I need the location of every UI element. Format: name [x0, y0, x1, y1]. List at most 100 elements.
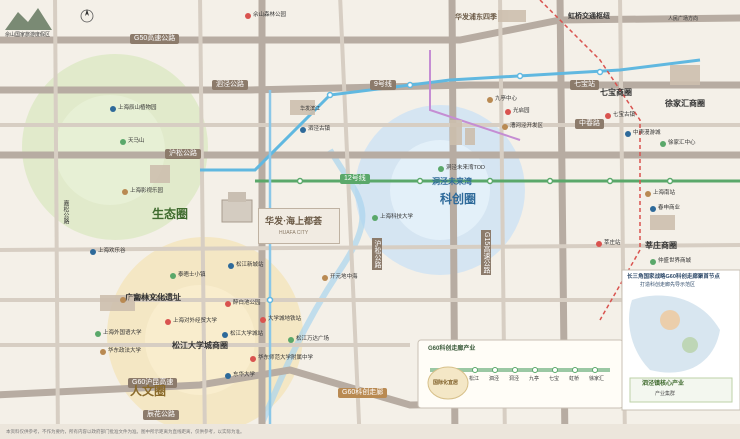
poi-label: 泰晤士小镇: [178, 272, 206, 278]
district-dongjing: 洞泾未来湾: [432, 177, 472, 186]
poi-marker[interactable]: [650, 258, 656, 265]
road-g60-bottom: G60沪昆高速: [128, 378, 178, 388]
poi-label: 九亭中心: [495, 96, 518, 102]
inset-subtitle: 打造科创走廊先导示范区: [640, 282, 696, 288]
poi-marker[interactable]: [650, 205, 656, 212]
poi-marker[interactable]: [122, 188, 128, 195]
district-guangfulin: 广富林文化遗址: [125, 293, 181, 302]
poi-label: 上海对外经贸大学: [173, 318, 218, 324]
road-ring: 人民广场方向: [668, 16, 699, 22]
poi-marker[interactable]: [487, 96, 493, 103]
project-name: 华发·海上都荟: [265, 216, 323, 226]
poi-marker[interactable]: [95, 330, 101, 337]
poi-label: 上海南站: [653, 190, 676, 196]
poi-label: 上海外国语大学: [103, 330, 142, 336]
poi-label: 春申商业: [658, 205, 681, 211]
road-songjiang-bottom: 辰花公路: [143, 410, 179, 420]
label-hongqiao: 虹桥交通枢纽: [568, 13, 610, 20]
poi-label: 开元地中海: [330, 274, 358, 280]
road-jiasong: 嘉松公路: [62, 200, 68, 224]
poi-marker[interactable]: [300, 126, 306, 133]
road-zhongchun: 中春路: [575, 119, 604, 129]
poi-marker[interactable]: [250, 355, 256, 362]
corner-label: 佘山国家旅游度假区: [5, 32, 51, 38]
poi-marker[interactable]: [372, 214, 378, 221]
project-name-en: HUAFA CITY: [279, 230, 309, 236]
poi-label: 光启园: [513, 108, 530, 114]
station-label: 洞泾: [509, 376, 520, 382]
station-label: 泗泾: [489, 376, 500, 382]
inset-bottom-label: 产业集群: [655, 391, 676, 397]
poi-label: 松江新城站: [236, 262, 264, 268]
poi-marker[interactable]: [596, 240, 602, 247]
road-sizhuan: 泗泾公路: [212, 80, 248, 90]
poi-marker[interactable]: [605, 112, 611, 119]
poi-label: 华东政法大学: [108, 348, 142, 354]
station-label: 七宝: [549, 376, 560, 382]
poi-marker[interactable]: [228, 262, 234, 269]
poi-marker[interactable]: [288, 336, 294, 343]
poi-marker[interactable]: [90, 248, 96, 255]
poi-marker[interactable]: [120, 296, 126, 303]
project-card[interactable]: 华发·海上都荟 HUAFA CITY: [258, 208, 340, 244]
road-qibao: 七宝站: [570, 80, 599, 90]
poi-marker[interactable]: [505, 108, 511, 115]
road-metro9: 9号线: [370, 80, 396, 90]
zone-eco: 生态圈: [152, 207, 189, 221]
station-label: 虹桥: [569, 376, 580, 382]
poi-label: 大学城地铁站: [268, 316, 302, 322]
zone-tech: 科创圈: [440, 192, 477, 206]
poi-label: 醉白池公园: [233, 300, 261, 306]
poi-marker[interactable]: [260, 316, 266, 323]
poi-label: 莘庄站: [604, 240, 621, 246]
bottom-panel-title: G60科创走廊产业: [428, 346, 476, 352]
poi-label: 佘山森林公园: [253, 12, 287, 18]
zone-culture: 人文圈: [130, 384, 167, 398]
station-dot: [552, 367, 558, 373]
bottom-panel-badge: 国际化宜居: [433, 380, 459, 386]
poi-label: 洞泾未来湾TOD: [446, 165, 486, 171]
brand-nearby: 华发滨江: [300, 106, 321, 112]
poi-marker[interactable]: [660, 140, 666, 147]
poi-marker[interactable]: [165, 318, 171, 325]
poi-label: 上海影视乐园: [130, 188, 164, 194]
poi-label: 漕河泾开发区: [510, 123, 544, 129]
station-dot: [532, 367, 538, 373]
poi-label: 仲盛世界商城: [658, 258, 692, 264]
poi-label: 上海科技大学: [380, 214, 414, 220]
poi-marker[interactable]: [120, 138, 126, 145]
poi-marker[interactable]: [170, 272, 176, 279]
station-dot: [592, 367, 598, 373]
poi-marker[interactable]: [625, 130, 631, 137]
inset-bottom-title: 泗泾镇核心产业: [642, 381, 685, 387]
poi-label: 华东师范大学附属中学: [258, 355, 314, 361]
poi-label: 中庚漫游城: [633, 130, 661, 136]
poi-marker[interactable]: [645, 190, 651, 197]
poi-label: 徐家汇中心: [668, 140, 696, 146]
station-dot: [512, 367, 518, 373]
poi-marker[interactable]: [322, 274, 328, 281]
road-hu-song: 沪松公路: [165, 149, 201, 159]
poi-label: 广富林文化遗址: [128, 296, 167, 302]
poi-marker[interactable]: [245, 12, 251, 19]
station-dot: [572, 367, 578, 373]
district-xinzhuang: 莘庄商圈: [645, 241, 677, 250]
poi-marker[interactable]: [225, 300, 231, 307]
poi-marker[interactable]: [438, 165, 444, 172]
road-g60-kechuang: G60科创走廊: [338, 388, 388, 398]
poi-label: 松江大学城站: [230, 331, 264, 337]
poi-label: 上海辰山植物园: [118, 105, 157, 111]
poi-marker[interactable]: [225, 372, 231, 379]
road-metro12: 12号线: [340, 174, 370, 184]
poi-label: 七宝古镇: [613, 112, 636, 118]
district-qibao: 七宝商圈: [600, 88, 632, 97]
station-dot: [492, 367, 498, 373]
poi-marker[interactable]: [110, 105, 116, 112]
poi-label: 上海欢乐谷: [98, 248, 126, 254]
poi-marker[interactable]: [222, 331, 228, 338]
poi-marker[interactable]: [502, 123, 508, 130]
district-xujiahui: 徐家汇商圈: [665, 99, 705, 108]
inset-title: 长三角国家战略G60科创走廊聚首节点: [627, 274, 720, 280]
poi-marker[interactable]: [100, 348, 106, 355]
